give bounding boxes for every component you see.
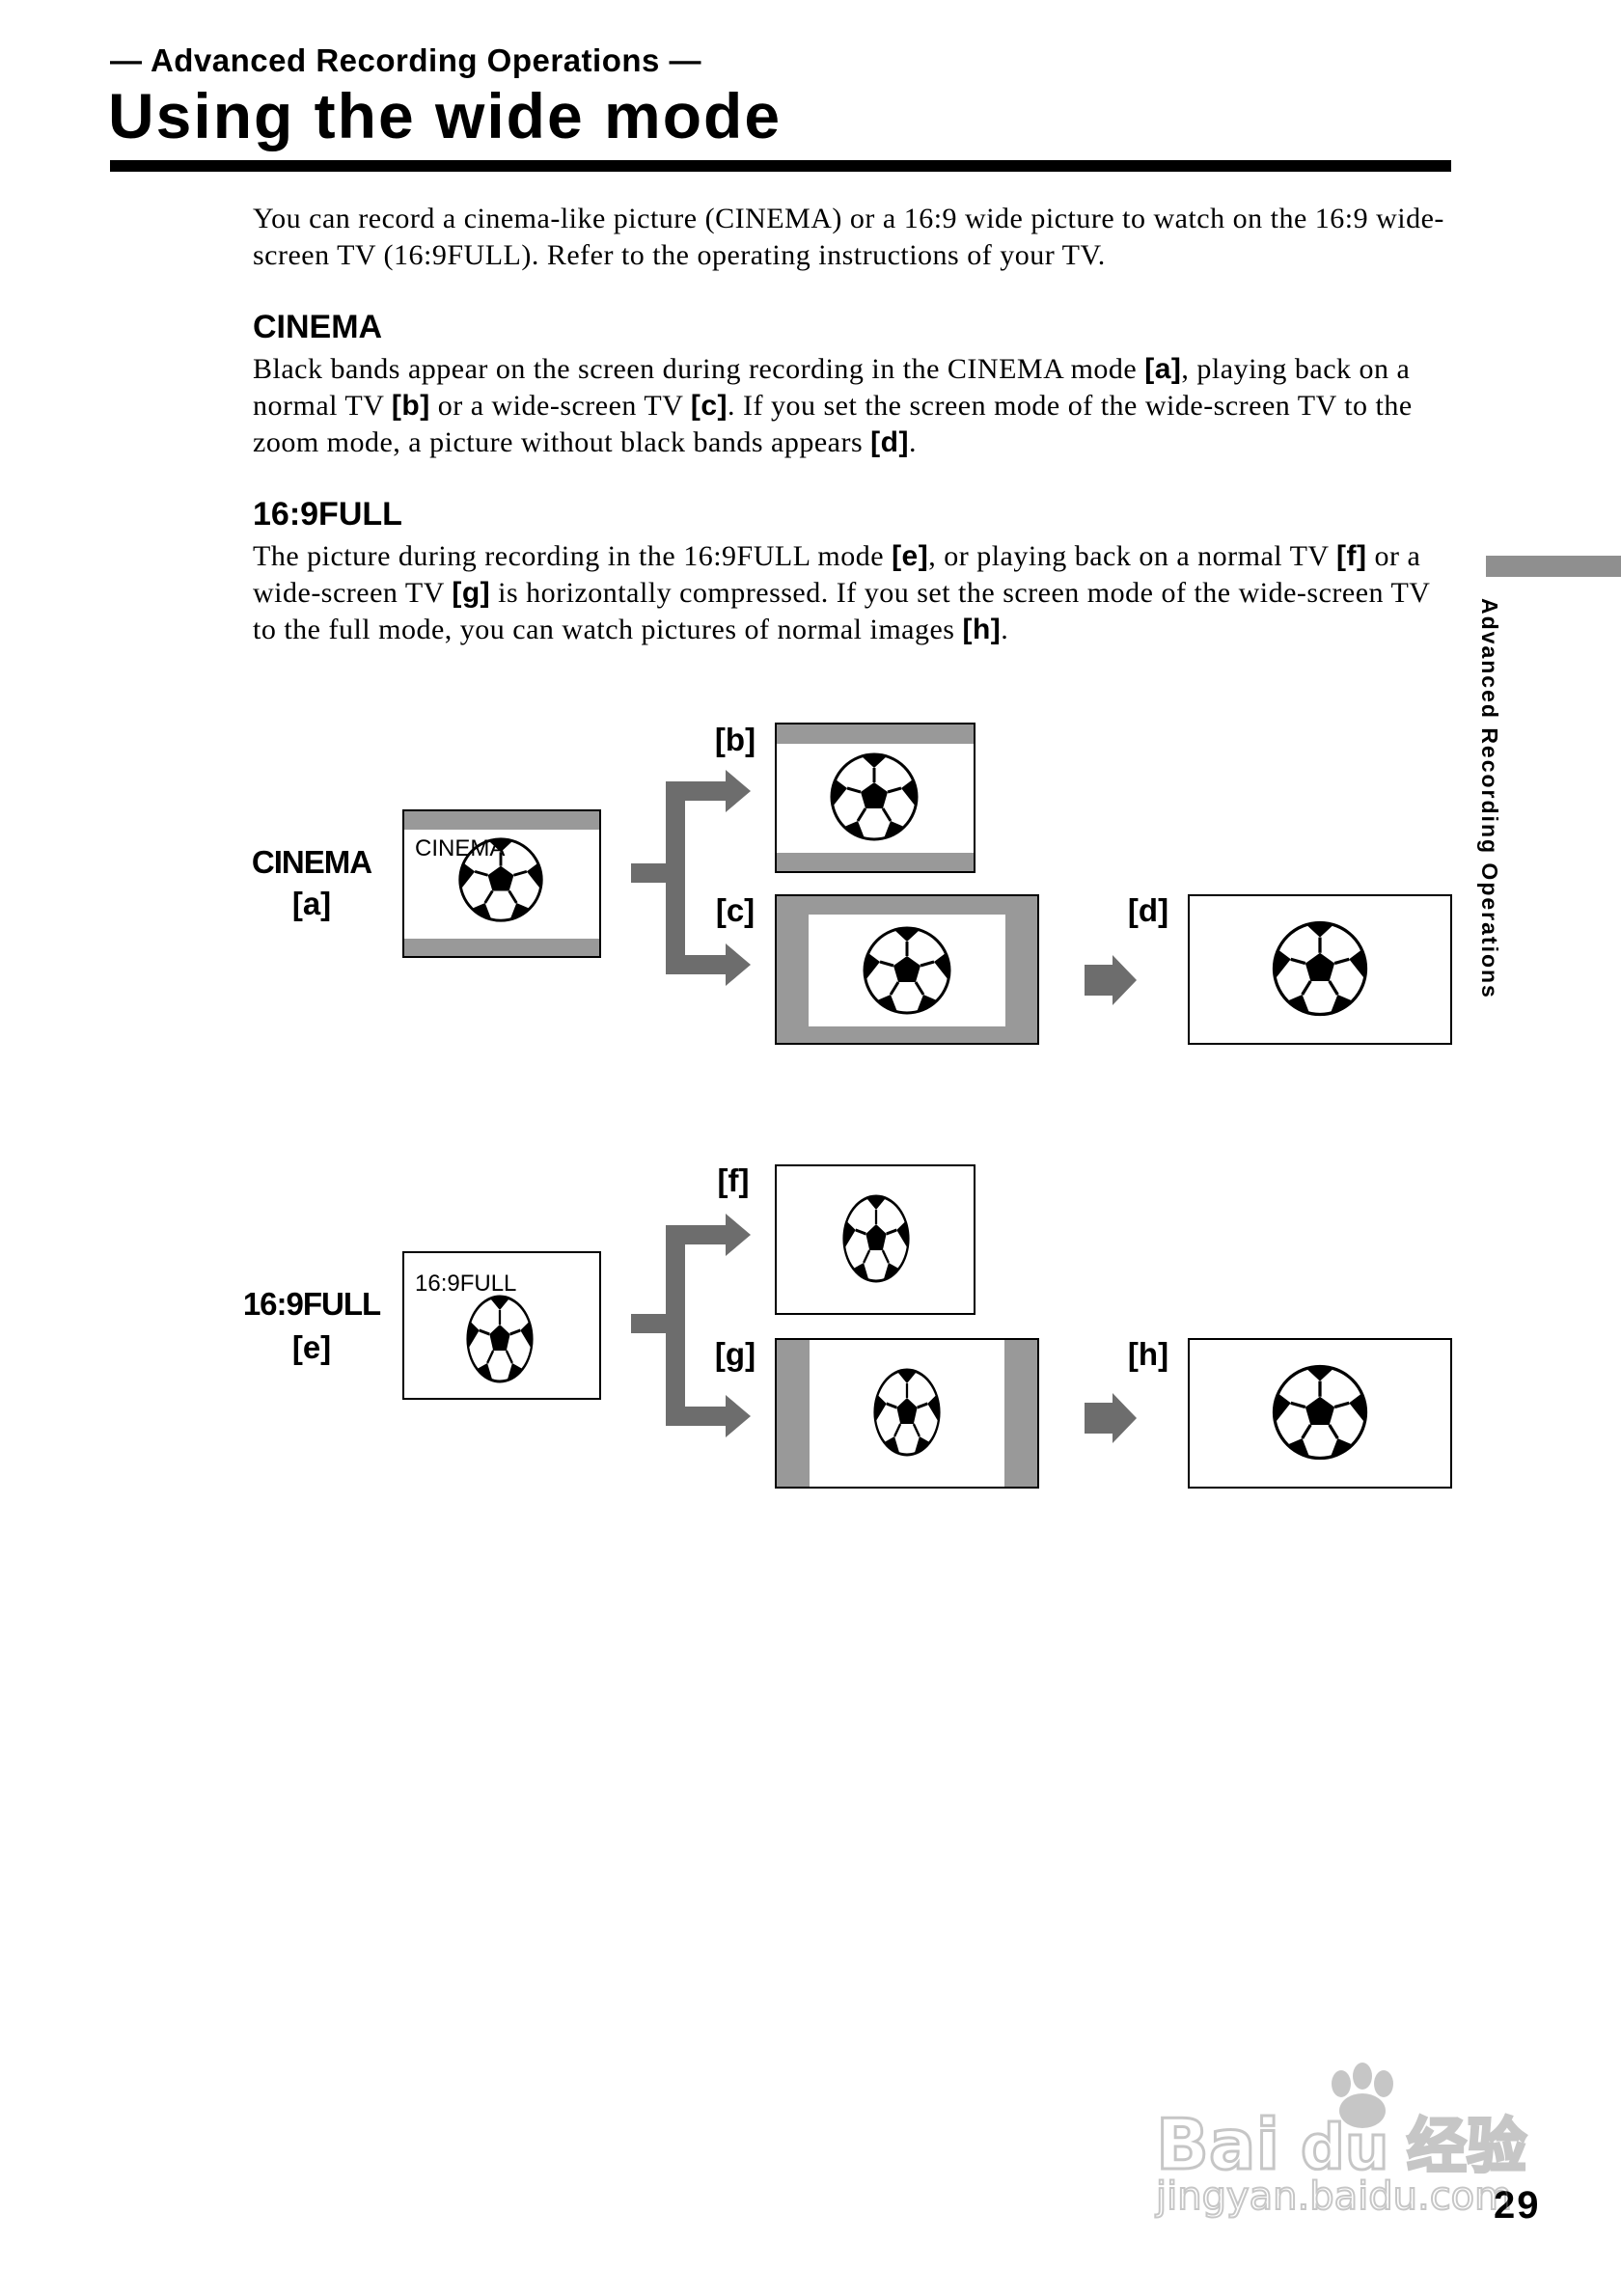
watermark-brand-du: du bbox=[1301, 2113, 1388, 2184]
label-b: [b] bbox=[715, 722, 756, 757]
soccer-ball-icon bbox=[1272, 1364, 1368, 1461]
ref-c: [c] bbox=[690, 390, 728, 422]
watermark-cn: 经验 bbox=[1407, 2111, 1526, 2181]
branch-connector bbox=[631, 1314, 726, 1426]
cinema-heading: CINEMA bbox=[253, 309, 383, 345]
screen-a-text: CINEMA bbox=[415, 835, 505, 861]
baidu-watermark: Bai du 经验 jingyan.baidu.com bbox=[1154, 2063, 1528, 2219]
arrow-to-h bbox=[1085, 1393, 1137, 1443]
watermark-url: jingyan.baidu.com bbox=[1155, 2174, 1512, 2219]
arrow-to-d bbox=[1085, 955, 1137, 1005]
watermark-brand: Bai bbox=[1156, 2104, 1279, 2185]
screen-c bbox=[775, 894, 1039, 1045]
screen-e: 16:9FULL bbox=[402, 1251, 601, 1400]
label-f: [f] bbox=[718, 1162, 750, 1198]
cinema-paragraph: Black bands appear on the screen during … bbox=[253, 353, 1413, 458]
soccer-ball-icon bbox=[842, 1194, 910, 1283]
screen-g bbox=[775, 1338, 1039, 1489]
screen-e-text: 16:9FULL bbox=[415, 1271, 516, 1297]
soccer-ball-icon bbox=[863, 926, 951, 1015]
full-paragraph: The picture during recording in the 16:9… bbox=[253, 540, 1430, 645]
label-d: [d] bbox=[1128, 892, 1168, 928]
ref-e: [e] bbox=[892, 540, 929, 572]
soccer-ball-icon bbox=[1272, 920, 1368, 1017]
ref-d: [d] bbox=[870, 426, 909, 458]
full-heading: 16:9FULL bbox=[253, 496, 402, 533]
ref-h: [h] bbox=[962, 614, 1002, 645]
soccer-ball-icon bbox=[466, 1295, 534, 1383]
screen-a: CINEMA bbox=[402, 809, 601, 958]
full-mode-label: 16:9FULL bbox=[243, 1286, 381, 1322]
section-kicker: — Advanced Recording Operations — bbox=[110, 42, 702, 78]
soccer-ball-icon bbox=[873, 1368, 941, 1457]
label-h: [h] bbox=[1128, 1336, 1168, 1372]
ref-f: [f] bbox=[1336, 540, 1367, 572]
screen-f bbox=[775, 1164, 975, 1315]
title-rule bbox=[110, 160, 1451, 172]
screen-b bbox=[775, 723, 975, 873]
page-title: Using the wide mode bbox=[108, 80, 783, 151]
side-tab-bar bbox=[1486, 556, 1621, 577]
soccer-ball-icon bbox=[830, 752, 919, 841]
arrow-to-f bbox=[726, 1214, 751, 1256]
page-number: 29 bbox=[1494, 2184, 1541, 2227]
ref-a: [a] bbox=[1144, 353, 1182, 385]
full-row: 16:9FULL [e] 16:9FULL [f] [g] [h] bbox=[243, 1162, 1452, 1489]
ref-b: [b] bbox=[391, 390, 430, 422]
screen-d bbox=[1188, 894, 1452, 1045]
label-e: [e] bbox=[292, 1329, 331, 1365]
branch-connector bbox=[631, 863, 726, 974]
label-a: [a] bbox=[292, 886, 331, 921]
cinema-row: CINEMA [a] CINEMA [b] [c] [d] bbox=[252, 722, 1452, 1045]
ref-g: [g] bbox=[452, 577, 491, 609]
intro-paragraph: You can record a cinema-like picture (CI… bbox=[253, 203, 1444, 271]
label-c: [c] bbox=[716, 892, 755, 928]
cinema-mode-label: CINEMA bbox=[252, 844, 371, 880]
arrow-to-c bbox=[726, 943, 751, 986]
screen-h bbox=[1188, 1338, 1452, 1489]
label-g: [g] bbox=[715, 1336, 756, 1372]
arrow-to-b bbox=[726, 770, 751, 812]
arrow-to-g bbox=[726, 1395, 751, 1437]
